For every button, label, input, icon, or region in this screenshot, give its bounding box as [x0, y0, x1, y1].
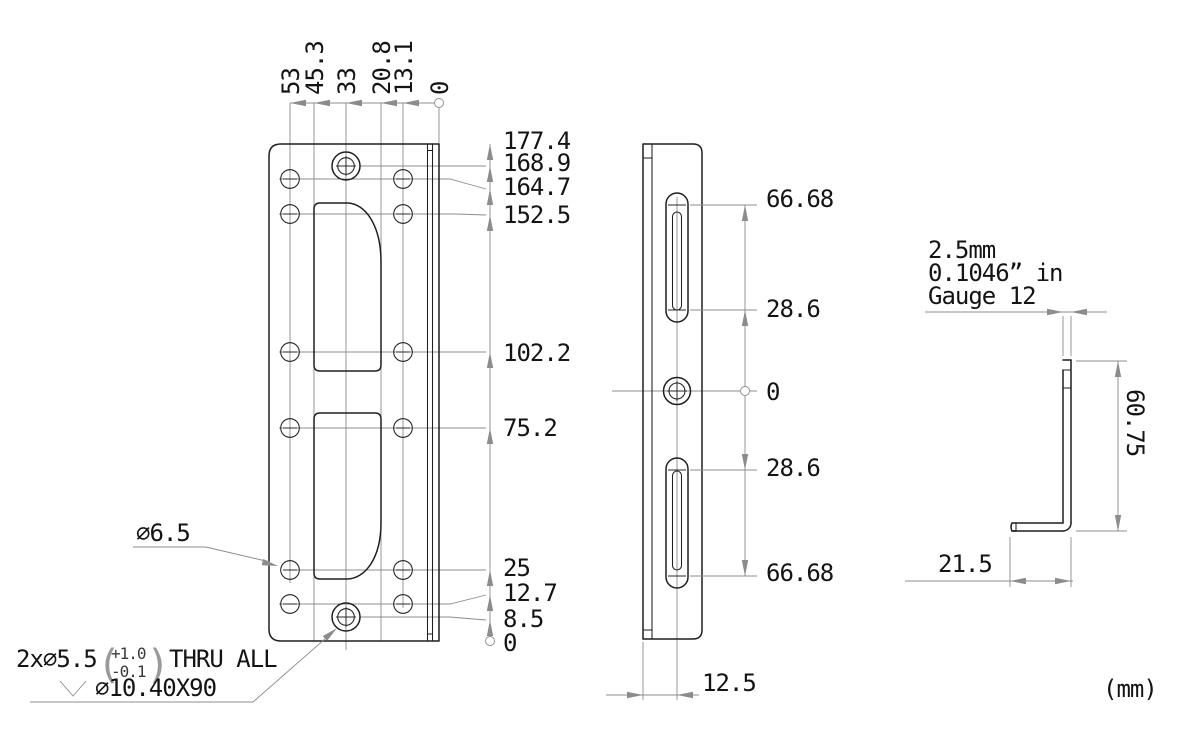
thickness-inch-label: 0.1046” in	[928, 259, 1063, 287]
front-right-dimension: 177.4 168.9 164.7 152.5 102.2 75.2 25 12…	[485, 127, 572, 657]
dim-label: 20.8	[368, 41, 396, 95]
slot-upper	[665, 192, 689, 323]
dim-label: 13.1	[390, 41, 418, 95]
section-flange-dimension: 21.5	[905, 537, 1073, 587]
side-outline	[642, 143, 703, 640]
side-view: 66.68 28.6 0 28.6 66.68 12.5	[606, 143, 834, 700]
dim-label: 60.75	[1121, 389, 1149, 456]
plain-holes	[280, 169, 413, 614]
dim-label: 12.5	[702, 669, 756, 697]
dim-label: 177.4	[503, 127, 571, 155]
side-bend-lines	[642, 143, 653, 640]
dim-label: 152.5	[503, 201, 570, 229]
bend-lines	[426, 143, 434, 642]
hole-diameter-callout: ∅6.5	[133, 519, 278, 566]
section-view: 2.5mm 0.1046” in Gauge 12 60.75 21.5	[905, 236, 1149, 587]
side-right-dimension: 66.68 28.6 0 28.6 66.68	[690, 185, 834, 587]
section-height-dimension: 60.75	[1076, 360, 1149, 532]
dim-label: 28.6	[766, 295, 820, 323]
dim-label: 21.5	[938, 550, 992, 578]
countersink-symbol-icon	[59, 680, 87, 697]
front-view: 53 45.3 33 20.8 13.1 0 177.4 168.9 164.7…	[16, 41, 572, 703]
dim-label: 75.2	[503, 414, 557, 442]
countersink-quantity: 2x∅5.5	[16, 645, 97, 673]
thickness-mm-label: 2.5mm	[928, 236, 996, 264]
front-top-dimension: 53 45.3 33 20.8 13.1 0	[277, 41, 454, 108]
dim-label: 53	[277, 68, 305, 95]
thru-all-label: THRU ALL	[169, 645, 277, 673]
countersink-spec-label: ∅10.40X90	[95, 674, 216, 702]
cutout-upper	[313, 202, 382, 372]
dim-label: 102.2	[503, 339, 570, 367]
units-label: (mm)	[1103, 675, 1157, 703]
dim-label: 168.9	[503, 149, 570, 177]
hole-callout-label: ∅6.5	[136, 519, 190, 547]
tolerance-paren-close: )	[146, 642, 170, 688]
tolerance-paren-open: (	[97, 642, 121, 688]
dim-label: 0	[503, 629, 516, 657]
dim-label: 12.7	[503, 579, 557, 607]
section-profile	[1010, 359, 1072, 532]
thickness-note: 2.5mm 0.1046” in Gauge 12	[925, 236, 1107, 356]
dim-label: 8.5	[503, 605, 543, 633]
dim-label: 45.3	[301, 41, 329, 95]
dim-label: 0	[426, 82, 454, 95]
dim-label: 33	[333, 68, 361, 95]
hole-center-ticks	[283, 178, 410, 605]
dim-label: 0	[766, 378, 779, 406]
tolerance-minus: -0.1	[111, 662, 146, 681]
front-centerlines	[279, 103, 487, 650]
slot-lower	[665, 457, 689, 589]
side-countersunk-hole	[662, 376, 692, 406]
countersink-callout: 2x∅5.5 ( +1.0 -0.1 ) THRU ALL ∅10.40X90	[16, 628, 337, 703]
tolerance-plus: +1.0	[111, 644, 146, 663]
dim-label: 28.6	[766, 454, 820, 482]
plate-outline	[268, 143, 440, 642]
countersunk-holes	[331, 151, 361, 632]
side-bottom-dimension: 12.5	[606, 642, 757, 700]
origin-marker	[485, 636, 495, 646]
dim-label: 66.68	[766, 559, 833, 587]
dim-label: 25	[503, 554, 530, 582]
origin-marker	[740, 386, 750, 396]
dim-label: 164.7	[503, 173, 570, 201]
cutout-lower	[313, 412, 382, 580]
origin-marker	[434, 98, 444, 108]
dim-label: 66.68	[766, 185, 833, 213]
gauge-label: Gauge 12	[928, 282, 1036, 310]
